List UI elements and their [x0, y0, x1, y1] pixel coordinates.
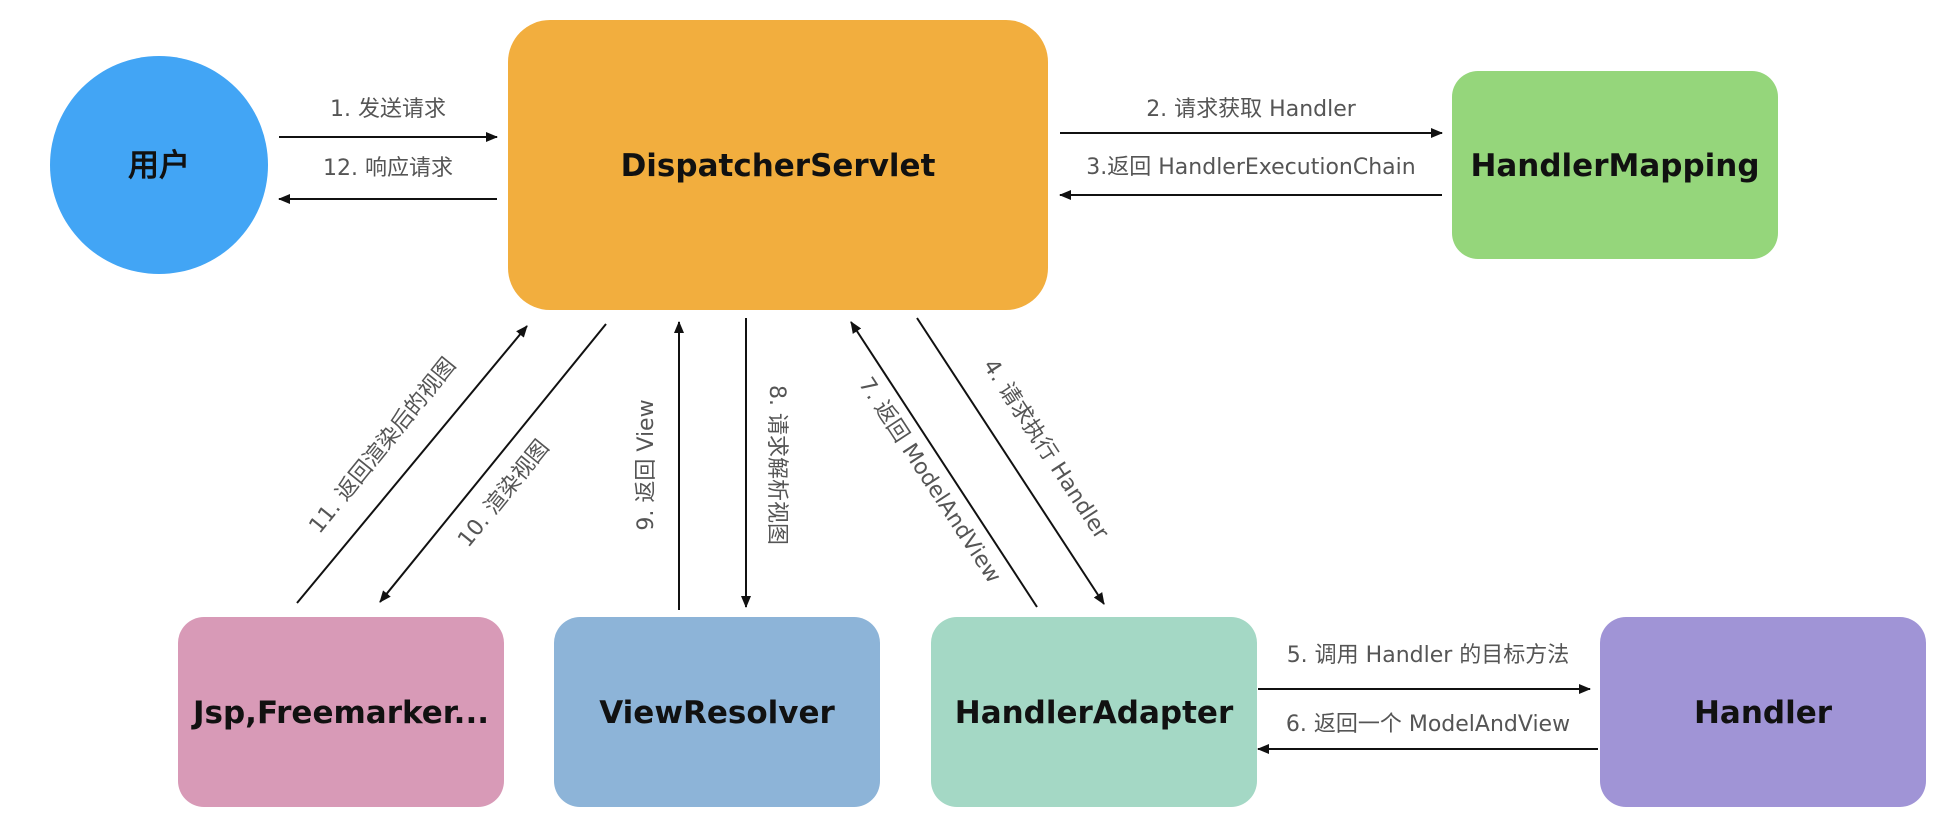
node-view-resolver: ViewResolver [554, 617, 880, 807]
edge-8-label: 8. 请求解析视图 [764, 385, 789, 545]
node-views: Jsp,Freemarker... [178, 617, 504, 807]
node-view-resolver-shape [554, 617, 880, 807]
node-handler-shape [1600, 617, 1926, 807]
node-handler-mapping-label: HandlerMapping [1470, 148, 1759, 184]
node-handler-adapter: HandlerAdapter [931, 617, 1257, 807]
edge-2-label: 2. 请求获取 Handler [1146, 97, 1357, 122]
edge-9-label: 9. 返回 View [634, 399, 659, 530]
edge-7-label: 7. 返回 ModelAndView [853, 373, 1005, 588]
node-dispatcher-servlet: DispatcherServlet [508, 20, 1048, 310]
edge-5-label: 5. 调用 Handler 的目标方法 [1287, 643, 1570, 668]
edge-11-arrow [296, 325, 528, 604]
node-handler-mapping-shape [1452, 71, 1778, 259]
edge-1-label: 1. 发送请求 [330, 97, 446, 122]
node-handler-adapter-shape [931, 617, 1257, 807]
node-views-label: Jsp,Freemarker... [191, 695, 489, 731]
node-handler-adapter-label: HandlerAdapter [955, 695, 1234, 731]
edge-11-label: 11. 返回渲染后的视图 [305, 353, 462, 538]
edge-3-label: 3.返回 HandlerExecutionChain [1086, 155, 1415, 180]
node-user-shape [50, 56, 268, 274]
node-handler-label: Handler [1694, 695, 1833, 731]
node-views-shape [178, 617, 504, 807]
edge-6-label: 6. 返回一个 ModelAndView [1286, 712, 1570, 737]
node-user-label: 用户 [128, 148, 190, 184]
edge-10-arrow [379, 323, 607, 603]
node-dispatcher-servlet-label: DispatcherServlet [621, 148, 936, 184]
edge-7-arrow [850, 321, 1038, 608]
edge-12-label: 12. 响应请求 [323, 156, 453, 181]
node-user: 用户 [50, 56, 268, 274]
edge-4-arrow [916, 317, 1105, 605]
node-view-resolver-label: ViewResolver [599, 695, 835, 731]
node-handler: Handler [1600, 617, 1926, 807]
node-dispatcher-servlet-shape [508, 20, 1048, 310]
node-handler-mapping: HandlerMapping [1452, 71, 1778, 259]
